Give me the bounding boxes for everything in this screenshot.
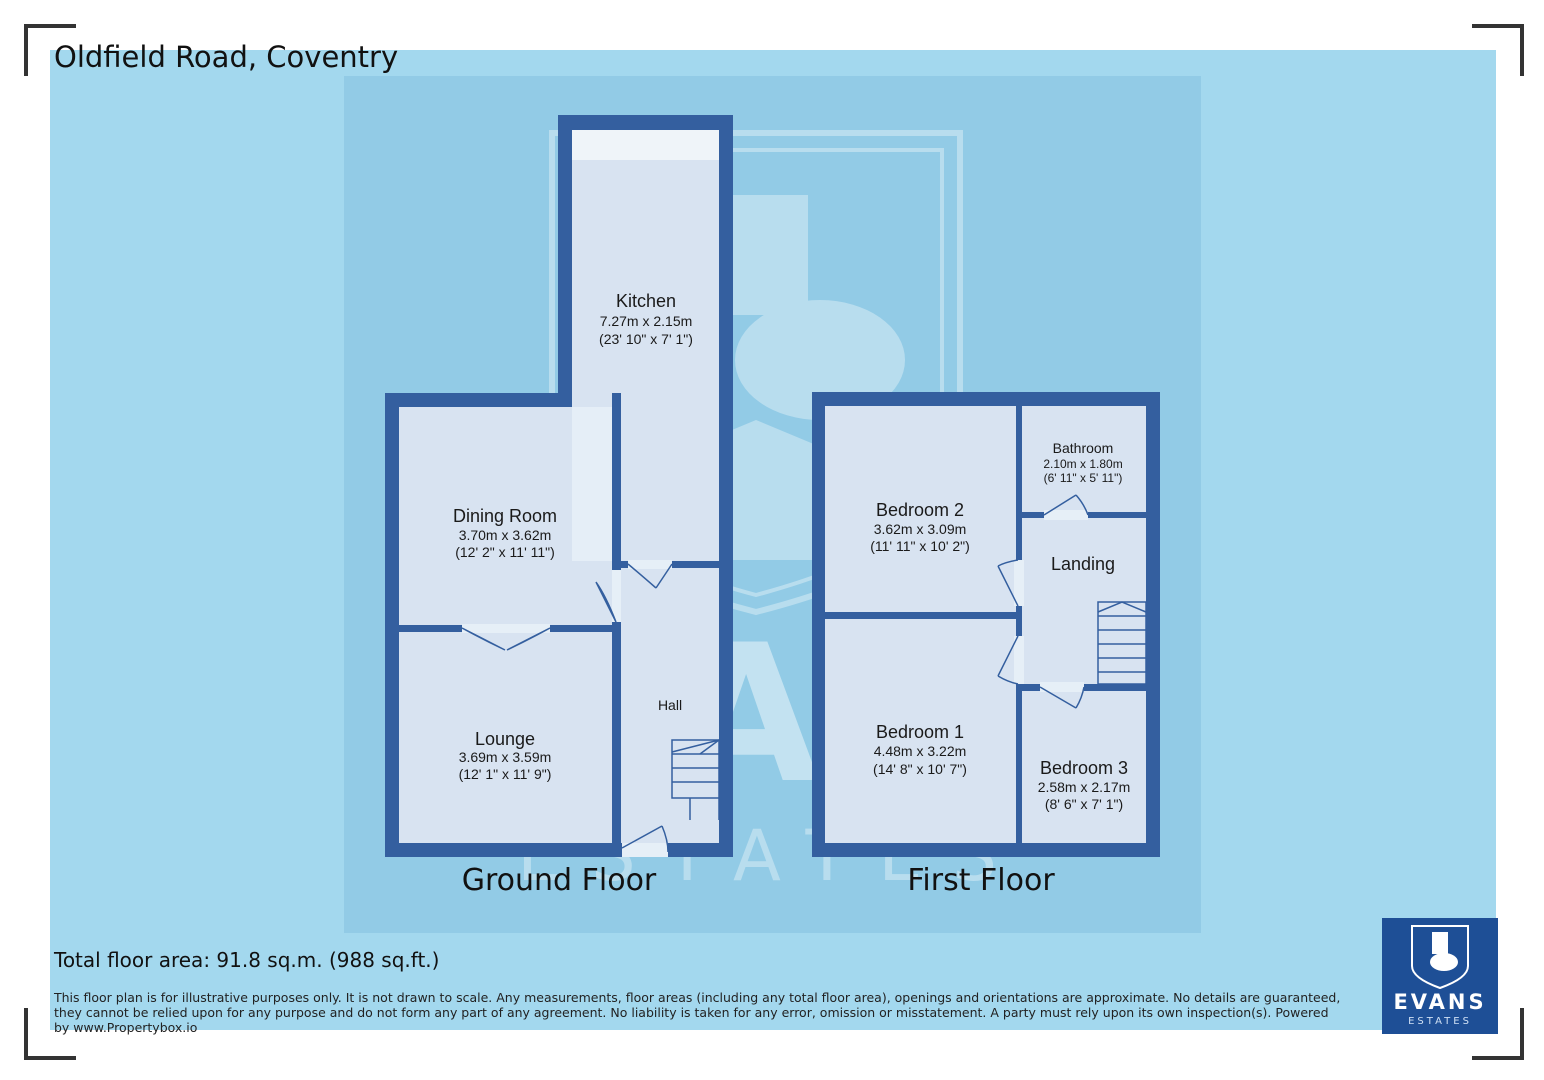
room-landing xyxy=(1022,518,1146,684)
bedroom1-name: Bedroom 1 xyxy=(876,722,964,742)
landing-name: Landing xyxy=(1051,554,1115,574)
dining-name: Dining Room xyxy=(453,506,557,526)
crop-mark-bottom-left xyxy=(24,1008,76,1060)
crop-mark-top-right xyxy=(1472,24,1524,76)
kitchen-name: Kitchen xyxy=(616,291,676,311)
ground-stairs xyxy=(671,739,720,820)
logo-word: EVANS xyxy=(1393,990,1487,1014)
room-lounge xyxy=(399,632,612,843)
room-bedroom3 xyxy=(1022,691,1146,843)
total-floor-area: Total floor area: 91.8 sq.m. (988 sq.ft.… xyxy=(54,948,440,972)
lounge-imperial: (12' 1" x 11' 9") xyxy=(459,766,552,782)
room-bedroom2 xyxy=(825,406,1016,612)
first-stairs xyxy=(1097,601,1147,685)
logo-sub: ESTATES xyxy=(1408,1016,1472,1027)
room-bedroom1 xyxy=(825,619,1016,843)
first-floor-label: First Floor xyxy=(907,863,1055,898)
evans-estates-logo: EVANS ESTATES xyxy=(1382,918,1498,1034)
bathroom-imperial: (6' 11" x 5' 11") xyxy=(1044,471,1123,485)
first-floor-plan xyxy=(812,392,1160,857)
room-dining xyxy=(399,407,612,625)
bedroom3-metric: 2.58m x 2.17m xyxy=(1038,779,1131,795)
bedroom1-imperial: (14' 8" x 10' 7") xyxy=(873,761,967,777)
ground-room-labels: Kitchen 7.27m x 2.15m (23' 10" x 7' 1") … xyxy=(453,291,693,782)
room-hall xyxy=(621,568,719,843)
bathroom-name: Bathroom xyxy=(1053,440,1114,456)
bedroom2-imperial: (11' 11" x 10' 2") xyxy=(870,538,970,554)
bedroom2-name: Bedroom 2 xyxy=(876,500,964,520)
bedroom3-imperial: (8' 6" x 7' 1") xyxy=(1045,796,1123,812)
disclaimer-text: This floor plan is for illustrative purp… xyxy=(54,990,1341,1035)
kitchen-metric: 7.27m x 2.15m xyxy=(600,313,693,329)
lounge-metric: 3.69m x 3.59m xyxy=(459,749,552,765)
property-address: Oldfield Road, Coventry xyxy=(54,40,399,74)
room-bathroom xyxy=(1022,406,1146,512)
hall-name: Hall xyxy=(658,697,682,713)
dining-imperial: (12' 2" x 11' 11") xyxy=(455,544,555,560)
lounge-name: Lounge xyxy=(475,729,535,749)
bathroom-metric: 2.10m x 1.80m xyxy=(1043,457,1122,471)
dining-metric: 3.70m x 3.62m xyxy=(459,527,552,543)
crest-icon xyxy=(1411,925,1469,990)
ground-floor-plan xyxy=(385,115,733,857)
crop-mark-bottom-right xyxy=(1472,1008,1524,1060)
bedroom1-metric: 4.48m x 3.22m xyxy=(874,743,967,759)
bedroom2-metric: 3.62m x 3.09m xyxy=(874,521,967,537)
ground-floor-label: Ground Floor xyxy=(462,863,657,898)
kitchen-imperial: (23' 10" x 7' 1") xyxy=(599,331,693,347)
bedroom3-name: Bedroom 3 xyxy=(1040,758,1128,778)
crop-mark-top-left xyxy=(24,24,76,76)
first-room-labels: Bedroom 2 3.62m x 3.09m (11' 11" x 10' 2… xyxy=(870,440,1130,812)
